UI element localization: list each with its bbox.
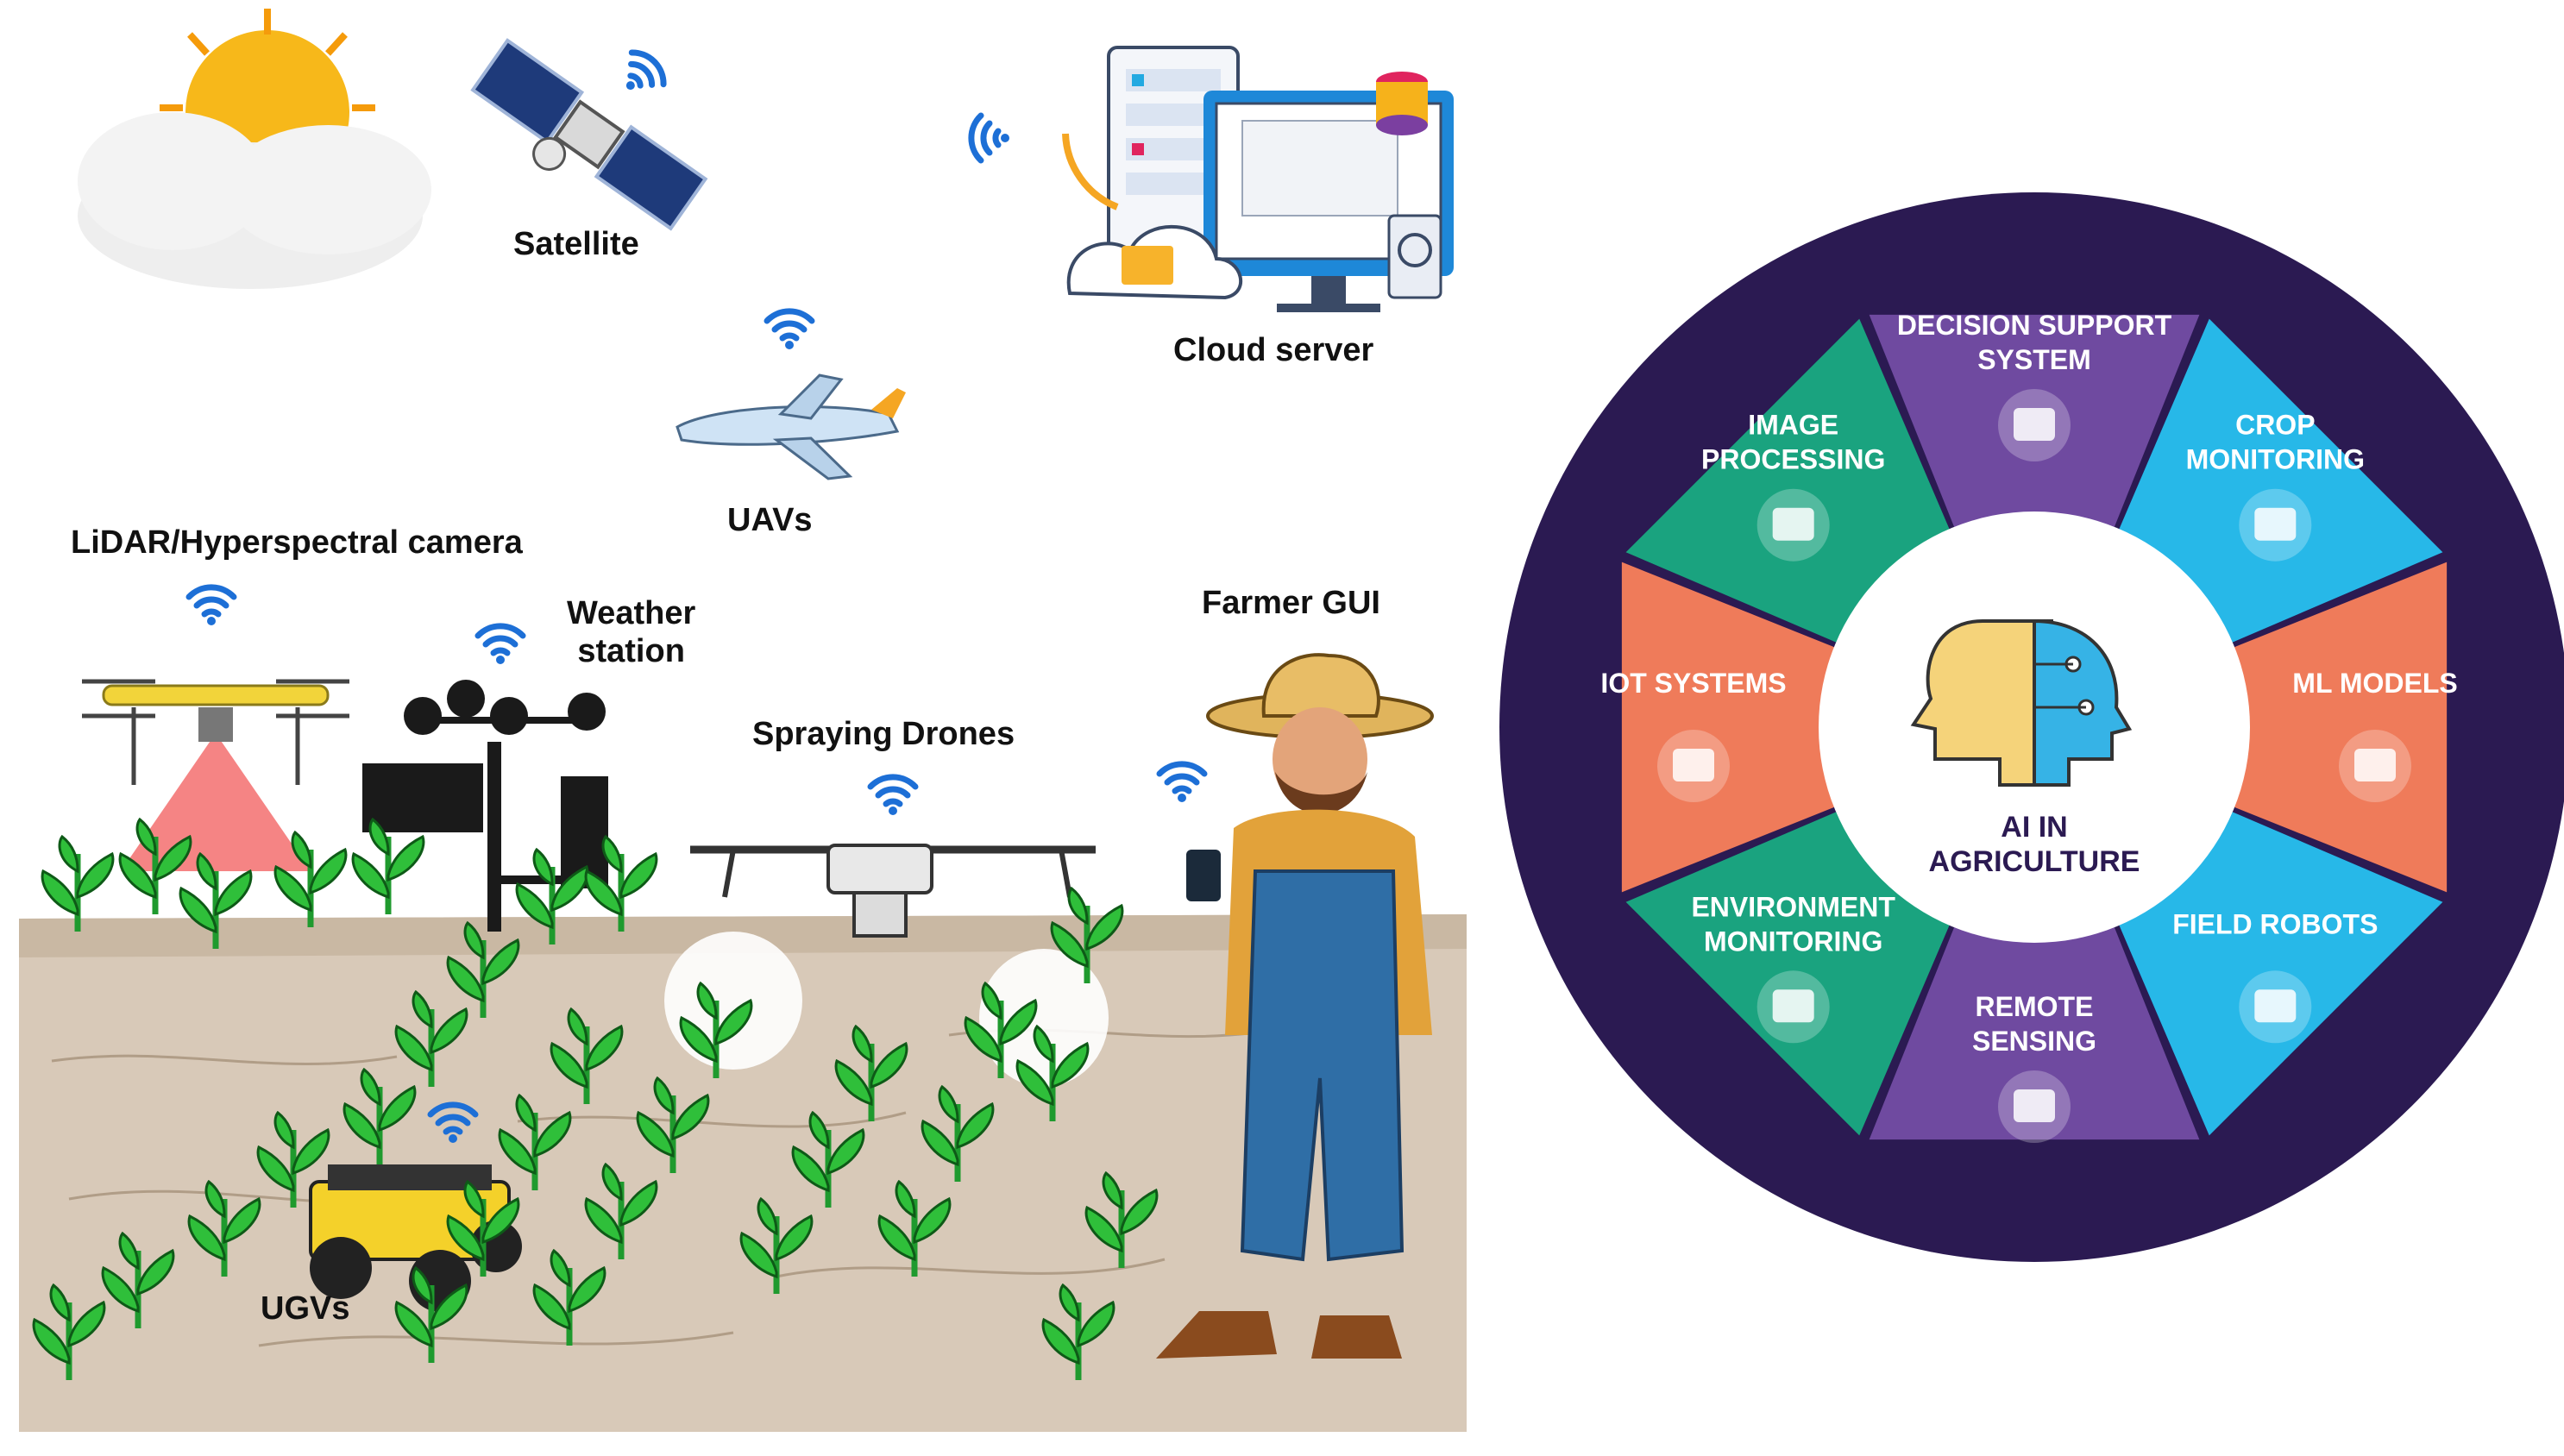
- segment-label-line2: MONITORING: [2186, 444, 2365, 475]
- segment-label-line2: MONITORING: [1704, 926, 1882, 957]
- segment-label-line1: ENVIRONMENT: [1691, 891, 1895, 922]
- center-line1: AI IN: [2001, 811, 2067, 844]
- wheel-segment: [1621, 562, 1834, 893]
- segment-label-line1: DECISION SUPPORT: [1897, 310, 2172, 341]
- monitor-icon: [1062, 72, 1454, 312]
- lidar-drone-icon: [82, 679, 349, 871]
- segment-label-line1: IMAGE: [1748, 410, 1838, 441]
- satellite-icon: [470, 38, 708, 231]
- ai-head-icon: [1910, 618, 2133, 787]
- wheel-segment: [1869, 927, 2200, 1140]
- farmer-gui-label: Farmer GUI: [1202, 585, 1380, 621]
- satellite-label: Satellite: [513, 226, 639, 262]
- wheel-segment: [1625, 318, 1950, 643]
- weather-station-label-line1: Weather: [567, 595, 696, 631]
- robot-arm-icon-glyph: [2254, 989, 2297, 1023]
- uav-icon: [676, 373, 906, 480]
- farmer-icon: [1156, 653, 1434, 1359]
- cloud-icon: [78, 112, 431, 289]
- camera-icon-glyph: [1772, 507, 1814, 541]
- leaf-icon-glyph: [2254, 507, 2297, 541]
- scene-illustration: [19, 9, 1467, 1432]
- ugvs-label: UGVs: [261, 1290, 350, 1327]
- wheel-segment: [1625, 812, 1950, 1136]
- wheel-segment: [2119, 812, 2443, 1136]
- lidar-camera-label: LiDAR/Hyperspectral camera: [71, 524, 523, 561]
- wheel-segment: [2119, 318, 2443, 643]
- segment-label-line1: CROP: [2235, 410, 2315, 441]
- thermometer-icon-glyph: [1772, 989, 1814, 1023]
- weather-station-label-line2: station: [577, 632, 685, 669]
- wheel-segment: [2234, 562, 2448, 893]
- center-line2: AGRICULTURE: [1929, 845, 2140, 878]
- wind-sensor-icon-glyph: [2014, 1089, 2055, 1122]
- segment-label-line1: FIELD ROBOTS: [2172, 908, 2378, 939]
- segment-label-line1: ML MODELS: [2292, 668, 2457, 699]
- agriculture-scene: Satellite Cloud server UAVs LiDAR/Hypers…: [19, 9, 1467, 1432]
- segment-label-line1: IOT SYSTEMS: [1600, 668, 1786, 699]
- cloud-server-label: Cloud server: [1173, 332, 1374, 368]
- weather-station-label: Weather station: [567, 595, 695, 670]
- segment-label-line2: SYSTEM: [1977, 344, 2091, 375]
- computer-icon-glyph: [2354, 749, 2396, 781]
- uavs-label: UAVs: [727, 502, 813, 538]
- dashboard-chart-icon-glyph: [2014, 408, 2055, 441]
- spraying-drones-label: Spraying Drones: [752, 716, 1015, 752]
- segment-label-line2: PROCESSING: [1701, 444, 1885, 475]
- segment-label-line1: REMOTE: [1976, 991, 2094, 1022]
- segment-label-line2: SENSING: [1972, 1026, 2096, 1057]
- signal-tower-icon-glyph: [1673, 749, 1714, 781]
